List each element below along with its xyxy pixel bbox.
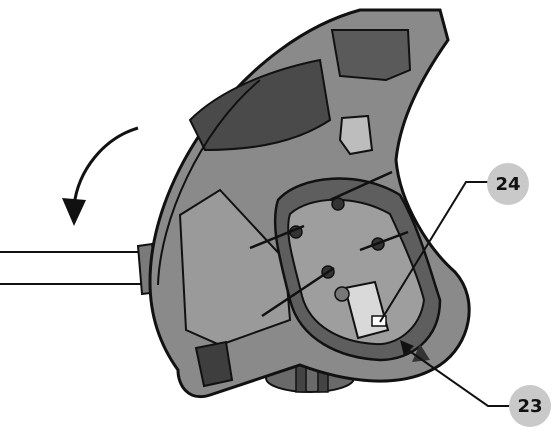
trimmer-guard [148,8,471,399]
curved-arrow-counterclockwise-icon [62,126,139,226]
callout-24: 24 [379,163,529,323]
spool-shaft [334,280,430,362]
callout-24-label: 24 [495,174,520,195]
trimmer-shaft [0,242,160,296]
callout-23: 23 [407,349,551,427]
screw-icon [249,170,409,318]
callout-23-label: 23 [517,396,542,417]
